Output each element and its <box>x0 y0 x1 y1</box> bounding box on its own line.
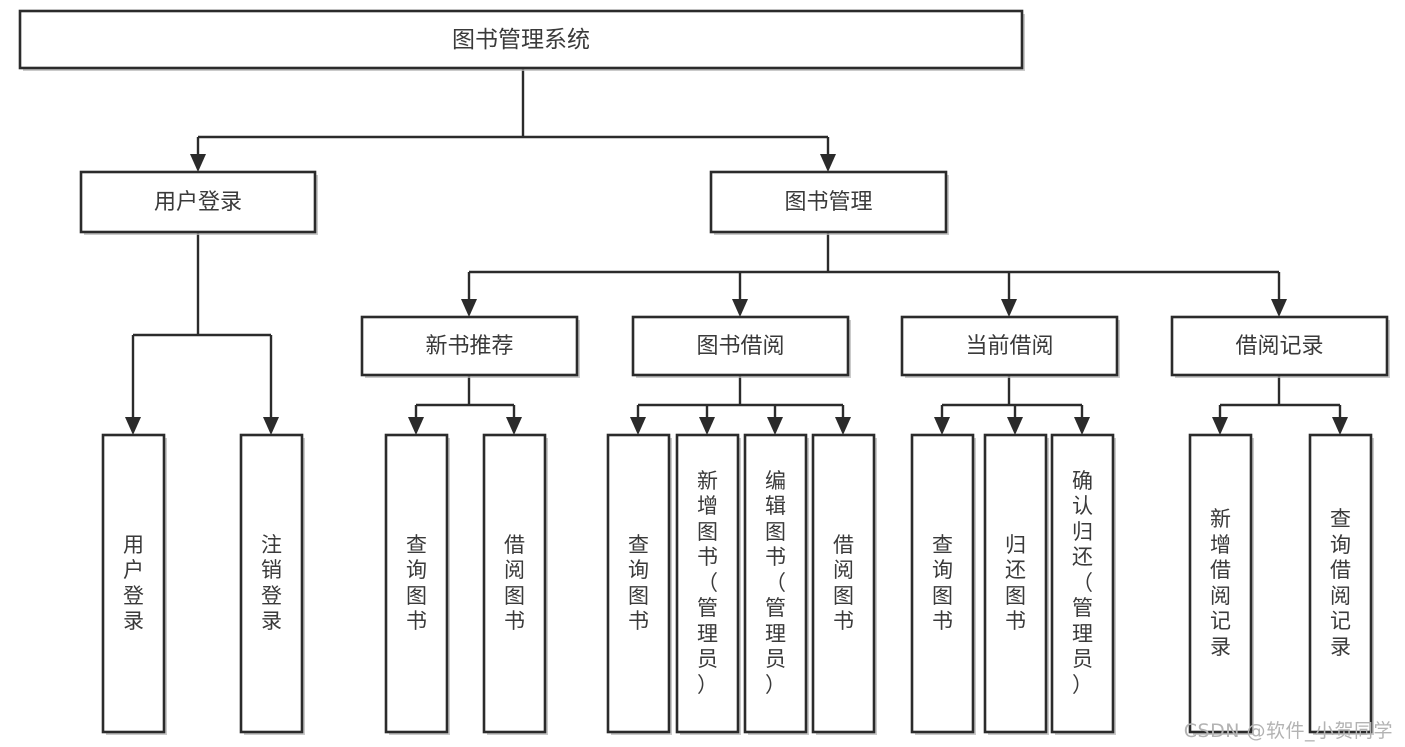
node-box <box>79 170 317 234</box>
node-box <box>482 433 547 734</box>
arrow-head-icon <box>461 299 477 317</box>
arrow-head-icon <box>699 417 715 435</box>
node-book-borrow[interactable]: 图书借阅 <box>631 315 851 378</box>
node-leaf-user-login[interactable] <box>101 433 167 735</box>
arrow-head-icon <box>630 417 646 435</box>
node-box <box>983 433 1048 734</box>
node-current-borrow[interactable]: 当前借阅 <box>900 315 1120 378</box>
node-label: 用户登录 <box>154 190 242 215</box>
arrow-head-icon <box>835 417 851 435</box>
node-leaf-borrow-book[interactable] <box>811 433 877 735</box>
connector-conn-user-login <box>125 232 279 435</box>
node-label: 图书管理 <box>784 190 872 215</box>
node-box <box>743 433 808 734</box>
node-label: 图书借阅 <box>696 334 784 359</box>
node-leaf-edit-book[interactable] <box>743 433 809 735</box>
node-label: 借阅记录 <box>1235 334 1323 359</box>
arrow-head-icon <box>934 417 950 435</box>
node-label: 图书管理系统 <box>452 27 590 53</box>
node-leaf-borrow-book-rec[interactable] <box>482 433 548 735</box>
node-box <box>384 433 449 734</box>
node-book-manage[interactable]: 图书管理 <box>709 170 949 235</box>
arrow-head-icon <box>1271 299 1287 317</box>
node-leaf-add-borrow-record[interactable] <box>1188 433 1254 735</box>
arrow-head-icon <box>820 154 836 172</box>
node-leaf-query-book-current[interactable] <box>910 433 976 735</box>
node-leaf-confirm-return[interactable] <box>1050 433 1116 735</box>
node-box <box>900 315 1119 377</box>
node-leaf-query-book-rec[interactable] <box>384 433 450 735</box>
arrow-head-icon <box>1074 417 1090 435</box>
node-box <box>910 433 975 734</box>
arrow-head-icon <box>1332 417 1348 435</box>
node-box <box>811 433 876 734</box>
node-box <box>709 170 948 234</box>
arrow-head-icon <box>125 417 141 435</box>
node-root[interactable]: 图书管理系统 <box>18 9 1025 71</box>
node-box <box>606 433 671 734</box>
node-new-book-recommend[interactable]: 新书推荐 <box>360 315 580 378</box>
node-borrow-record[interactable]: 借阅记录 <box>1170 315 1390 378</box>
node-box <box>1188 433 1253 734</box>
node-box <box>18 9 1024 70</box>
arrow-head-icon <box>263 417 279 435</box>
node-box <box>1308 433 1373 734</box>
connector-conn-borrow-record <box>1212 375 1348 435</box>
node-user-login[interactable]: 用户登录 <box>79 170 318 235</box>
arrow-head-icon <box>190 154 206 172</box>
node-label: 新书推荐 <box>425 334 513 359</box>
arrow-head-icon <box>506 417 522 435</box>
node-leaf-query-book-borrow[interactable] <box>606 433 672 735</box>
arrow-head-icon <box>767 417 783 435</box>
connector-conn-current-borrow <box>934 375 1090 435</box>
node-leaf-query-borrow-record[interactable] <box>1308 433 1374 735</box>
connector-conn-book-manage <box>461 232 1287 317</box>
node-leaf-user-logout[interactable] <box>239 433 305 735</box>
node-box <box>1050 433 1115 734</box>
node-box <box>239 433 304 734</box>
node-box <box>360 315 579 377</box>
arrow-head-icon <box>1212 417 1228 435</box>
connector-conn-root <box>190 68 836 172</box>
node-leaf-return-book[interactable] <box>983 433 1049 735</box>
arrow-head-icon <box>1007 417 1023 435</box>
connector-layer <box>125 68 1348 435</box>
node-box <box>101 433 166 734</box>
node-leaf-add-book[interactable] <box>675 433 741 735</box>
node-box <box>675 433 740 734</box>
node-box <box>1170 315 1389 377</box>
arrow-head-icon <box>1001 299 1017 317</box>
arrow-head-icon <box>732 299 748 317</box>
node-box <box>631 315 850 377</box>
node-label: 当前借阅 <box>965 334 1053 359</box>
connector-conn-book-borrow <box>630 375 851 435</box>
watermark-text: CSDN @软件_小贺同学 <box>1183 720 1393 742</box>
connector-conn-new-book-recommend <box>408 375 522 435</box>
arrow-head-icon <box>408 417 424 435</box>
